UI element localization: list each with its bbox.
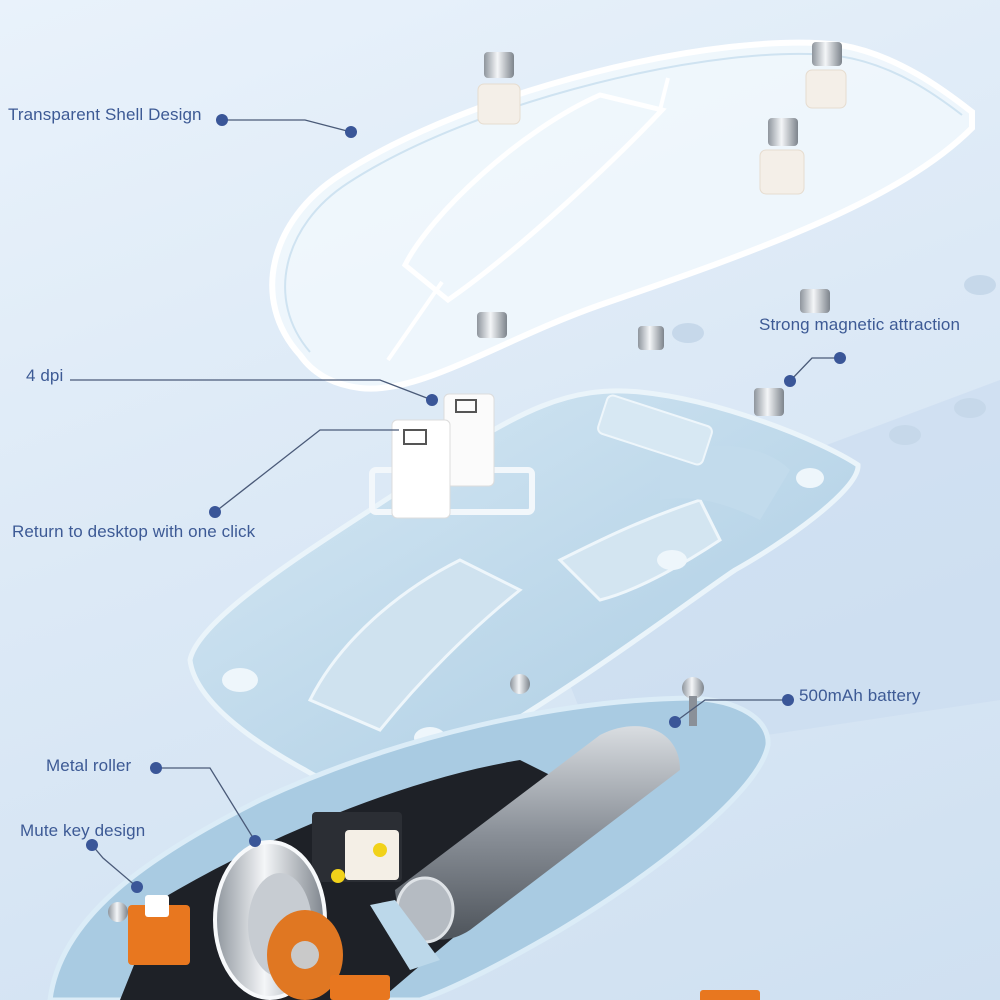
transparent-top-shell [269,39,975,392]
metal-roller [213,840,343,1000]
callout-battery-label: 500mAh battery [799,686,921,705]
screw-icon [108,674,704,922]
callout-magnetic-attraction-label: Strong magnetic attraction [759,315,961,334]
magnet-cylinder-icon [477,42,847,416]
mute-key-switches [128,895,760,1000]
background-platform [520,275,1000,760]
callout-metal-roller-label: Metal roller [46,756,132,775]
callout-transparent-shell-label: Transparent Shell Design [8,105,202,124]
callout-mute-key-label: Mute key design [20,821,146,840]
callout-leader-lines [70,119,840,888]
callout-return-desktop-label: Return to desktop with one click [12,522,256,541]
callout-dot-icon [86,114,846,893]
micro-switches [369,393,535,519]
callout-dpi-label: 4 dpi [26,366,64,385]
battery [370,726,680,970]
